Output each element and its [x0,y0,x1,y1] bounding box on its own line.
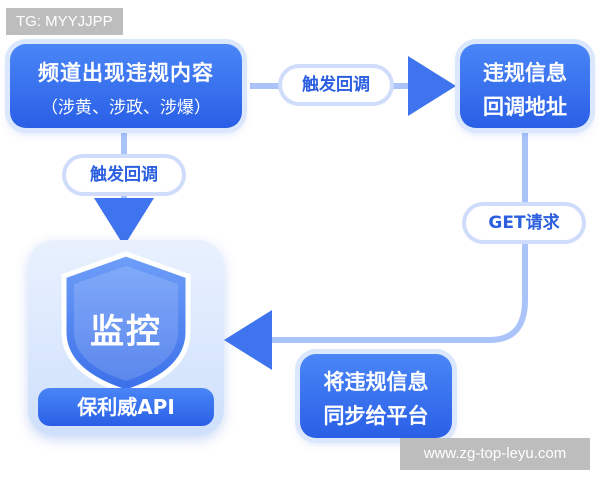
shield-text: 监控 [90,312,162,352]
callback-address-node: 违规信息 回调地址 [460,44,590,128]
edge-label-text: 触发回调 [302,75,370,95]
edge-label-trigger-callback-horizontal: 触发回调 [282,68,390,102]
sync-node-line2: 同步给平台 [323,404,429,428]
violation-node-title: 频道出现违规内容 [38,61,214,85]
sync-platform-node: 将违规信息 同步给平台 [300,354,452,438]
arrow-callback-to-monitor [224,132,528,370]
monitor-card: 监控 保利威API [28,240,224,436]
violation-content-node: 频道出现违规内容 （涉黄、涉政、涉爆） [10,44,242,128]
sync-node-line1: 将违规信息 [323,370,429,394]
callback-node-line2: 回调地址 [483,95,567,119]
watermark-bottom-right: www.zg-top-leyu.com [400,438,590,470]
callback-node-line1: 违规信息 [483,61,567,85]
edge-label-get-request: GET请求 [466,206,582,240]
edge-label-text: GET请求 [488,213,560,233]
edge-label-trigger-callback-vertical: 触发回调 [66,158,182,192]
edge-label-text: 触发回调 [90,165,158,185]
monitor-label: 保利威API [38,388,214,426]
watermark-top-left: TG: MYYJJPP [6,8,123,35]
violation-node-subtitle: （涉黄、涉政、涉爆） [41,98,211,118]
